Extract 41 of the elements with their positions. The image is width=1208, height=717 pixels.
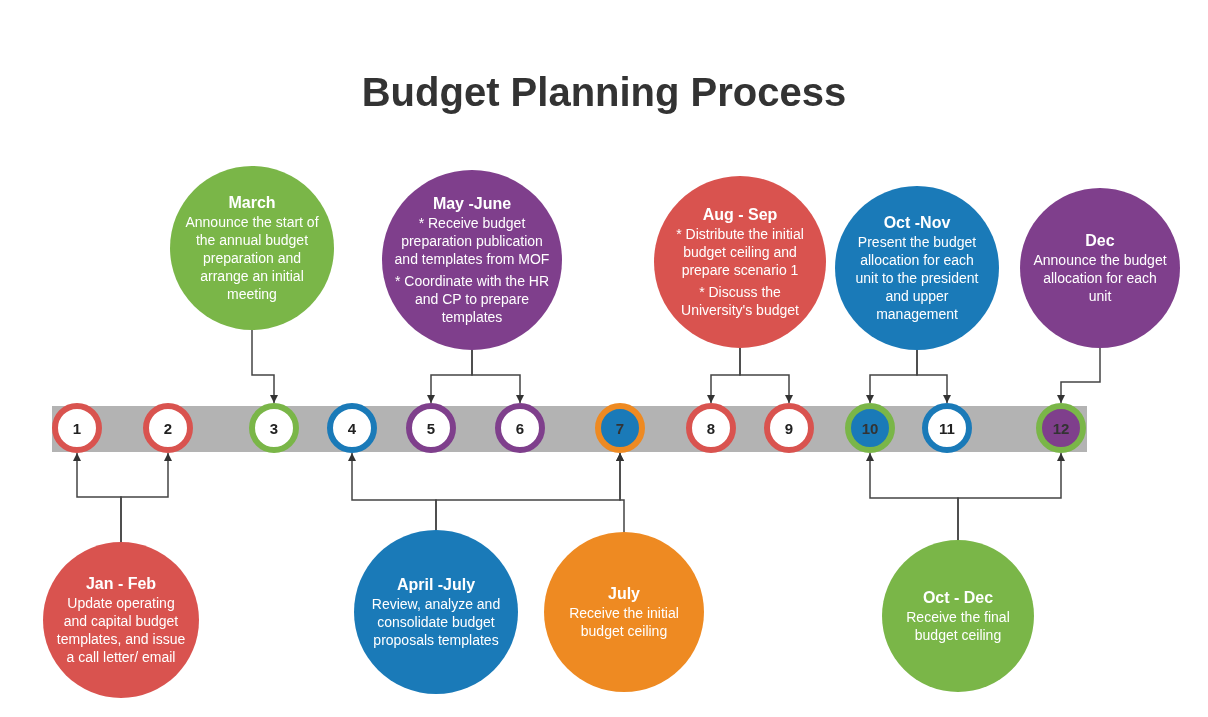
step-description: Announce the budget allocation for each unit [1032,251,1168,305]
step-number: 2 [163,419,173,437]
period-heading: Oct - Dec [921,588,995,608]
step-description: Review, analyze and consolidate budget proposals templates [370,595,502,649]
step-number: 7 [615,419,625,437]
diagram-title: Budget Planning Process [361,70,847,115]
step-number: 1 [72,419,82,437]
period-heading: July [607,584,641,604]
step-number: 3 [269,419,279,437]
period-heading: Oct -Nov [882,213,952,233]
step-description: Present the budget allocation for each unit to the president and upper management [854,233,980,323]
step-description: Announce the start of the annual budget preparation and arrange an initial meeting [184,213,320,303]
period-heading: April -July [395,575,477,595]
step-description: Update operating and capital budget templates, and issue a call letter/ email [55,594,187,666]
arrow [251,329,278,404]
arrow [1057,347,1101,404]
step-number: 8 [706,419,716,437]
step-description: * Distribute the initial budget ceiling and prepare scenario 1 [675,225,805,279]
step-number: 6 [515,419,525,437]
arrow [957,452,1065,541]
arrow [471,349,524,404]
period-heading: May -June [431,194,513,214]
arrow [120,452,172,543]
arrow [616,452,625,533]
step-number: 10 [861,419,879,437]
arrow [739,347,793,404]
step-description: * Coordinate with the HR and CP to prepare templates [393,272,551,326]
period-heading: Dec [1084,231,1116,251]
step-description: * Receive budget preparation publication and templates from MOF [393,214,551,268]
period-heading: March [227,193,277,213]
step-description: Receive the final budget ceiling [905,608,1011,644]
arrow [916,349,951,404]
step-number: 4 [347,419,357,437]
step-description: * Discuss the University's budget [680,283,800,319]
period-heading: Jan - Feb [84,574,158,594]
step-number: 9 [784,419,794,437]
step-number: 11 [939,419,955,437]
period-heading: Aug - Sep [701,205,779,225]
step-number: 5 [426,419,436,437]
step-description: Receive the initial budget ceiling [568,604,680,640]
step-number: 12 [1052,419,1070,437]
